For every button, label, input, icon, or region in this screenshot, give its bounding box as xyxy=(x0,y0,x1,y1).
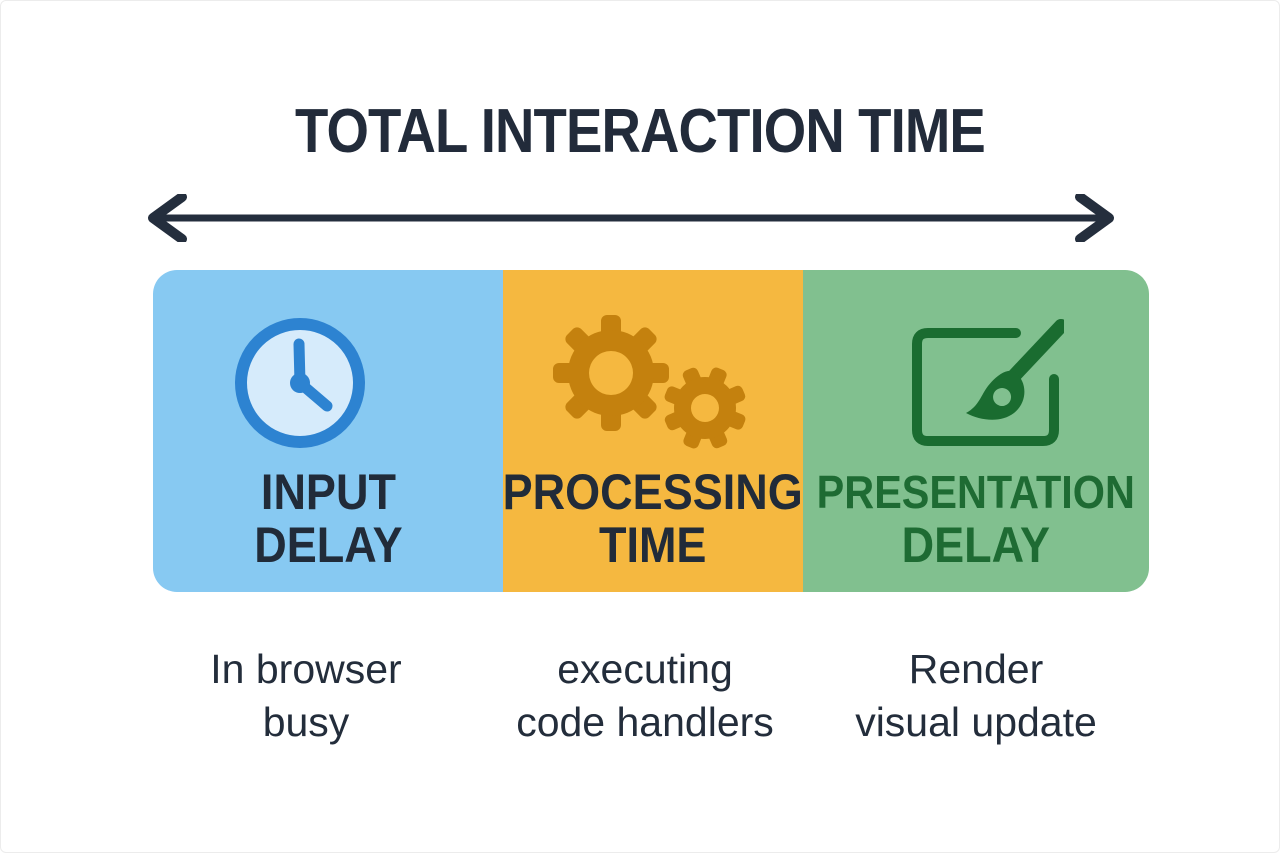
segment-label-line1: PROCESSING xyxy=(502,464,804,520)
caption-presentation-delay: Render visual update xyxy=(803,643,1149,749)
segment-label-line2: TIME xyxy=(599,517,707,573)
segment-captions: In browser busy executing code handlers … xyxy=(153,643,1149,749)
segment-input-delay: INPUT DELAY xyxy=(153,270,503,592)
clock-icon xyxy=(235,317,365,448)
caption-input-delay: In browser busy xyxy=(131,643,481,749)
caption-processing-time: executing code handlers xyxy=(495,643,795,749)
timeline-segments: INPUT DELAY xyxy=(153,270,1149,592)
caption-line1: Render xyxy=(908,646,1044,692)
caption-line2: visual update xyxy=(855,699,1097,745)
total-time-arrow xyxy=(141,192,1121,244)
segment-processing-time: PROCESSING TIME xyxy=(503,270,803,592)
segment-label-presentation-delay: PRESENTATION DELAY xyxy=(799,466,1153,572)
page-title-text: TOTAL INTERACTION TIME xyxy=(295,97,986,166)
segment-label-line1: INPUT xyxy=(260,464,396,520)
segment-presentation-delay: PRESENTATION DELAY xyxy=(803,270,1149,592)
screen-paintbrush-icon xyxy=(912,318,1064,446)
segment-label-line1: PRESENTATION xyxy=(816,466,1136,518)
segment-label-input-delay: INPUT DELAY xyxy=(246,466,411,572)
caption-line2: code handlers xyxy=(516,699,774,745)
segment-label-line2: DELAY xyxy=(901,517,1051,573)
page-title: TOTAL INTERACTION TIME xyxy=(1,101,1279,163)
caption-line1: In browser xyxy=(210,646,402,692)
gears-icon xyxy=(553,314,746,448)
double-arrow-icon xyxy=(148,192,1114,244)
caption-line1: executing xyxy=(557,646,733,692)
segment-label-processing-time: PROCESSING TIME xyxy=(486,466,819,572)
caption-line2: busy xyxy=(262,699,350,745)
segment-label-line2: DELAY xyxy=(253,517,403,573)
